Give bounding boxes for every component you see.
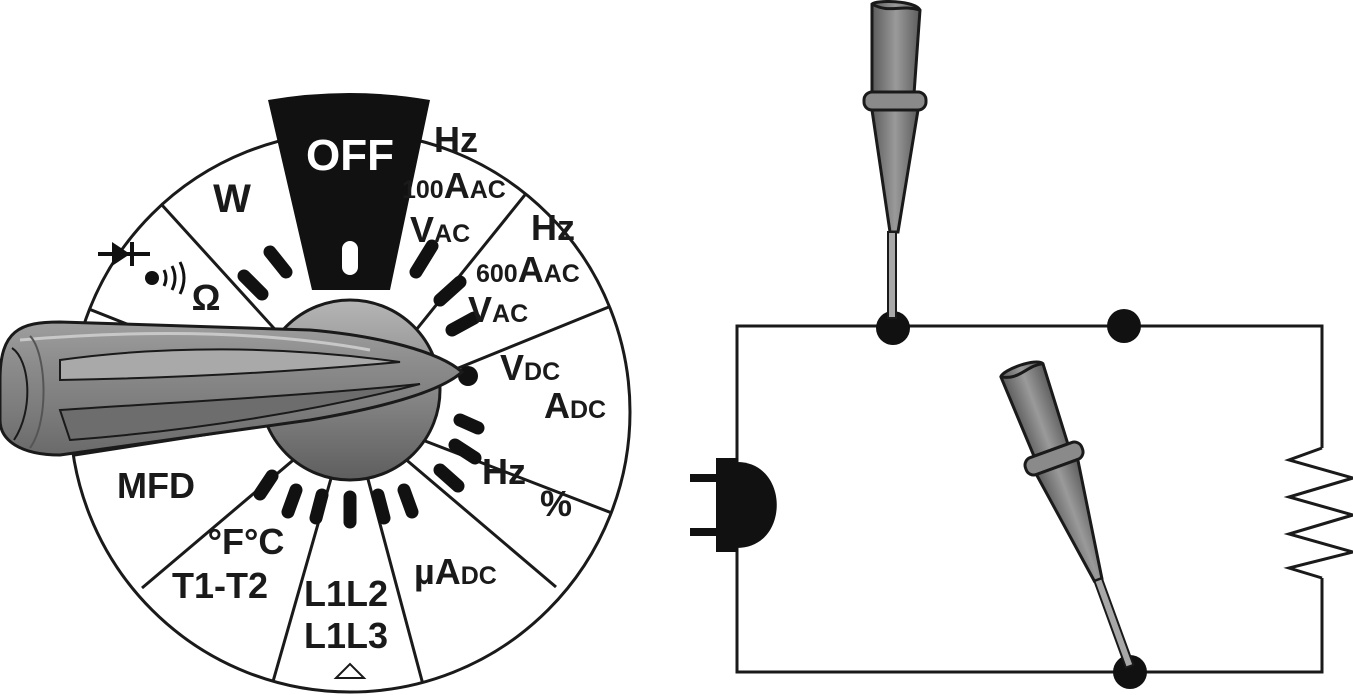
label-600aac: 600AAC (476, 249, 580, 290)
knob-handle[interactable] (0, 320, 465, 457)
label-hz-duty: Hz (482, 451, 526, 492)
label-vac-600: VAC (468, 289, 528, 330)
label-uadc: µADC (414, 551, 497, 592)
off-pointer-mark (340, 239, 360, 277)
circuit-diagram (690, 0, 1353, 689)
label-mfd: MFD (117, 465, 195, 506)
label-l1l2: L1L2 (304, 573, 388, 614)
junction-node-bottom (1113, 655, 1147, 689)
label-adc: ADC (544, 385, 606, 426)
label-l1l3: L1L3 (304, 615, 388, 656)
diode-continuity-icon (98, 242, 186, 295)
resistor-symbol (1283, 446, 1353, 580)
label-percent: % (540, 483, 572, 524)
plug-symbol (690, 458, 777, 552)
label-vac-100: VAC (410, 209, 470, 250)
label-vdc: VDC (500, 347, 560, 388)
label-temp: °F°C (208, 521, 285, 562)
knob-detent-ticks (237, 239, 485, 529)
test-probe-top[interactable] (862, 0, 928, 319)
circuit-wires (735, 324, 1324, 674)
dial-index-notch (333, 662, 367, 679)
label-off: OFF (306, 131, 394, 180)
label-watts: W (213, 177, 251, 221)
off-sector (268, 93, 430, 290)
junction-node-left (876, 311, 910, 345)
label-hz-100: Hz (434, 119, 478, 160)
test-probe-diagonal[interactable] (992, 355, 1158, 676)
label-100aac: 100AAC (402, 165, 506, 206)
label-t1t2: T1-T2 (172, 565, 268, 606)
label-ohm: Ω (192, 277, 221, 318)
knob-disc-pointer-dot (458, 366, 478, 386)
junction-node-right (1107, 309, 1141, 343)
label-hz-600: Hz (531, 207, 575, 248)
rotary-dial[interactable]: OFF W Ω Hz 100AAC VAC Hz 600AAC VAC (0, 93, 632, 694)
